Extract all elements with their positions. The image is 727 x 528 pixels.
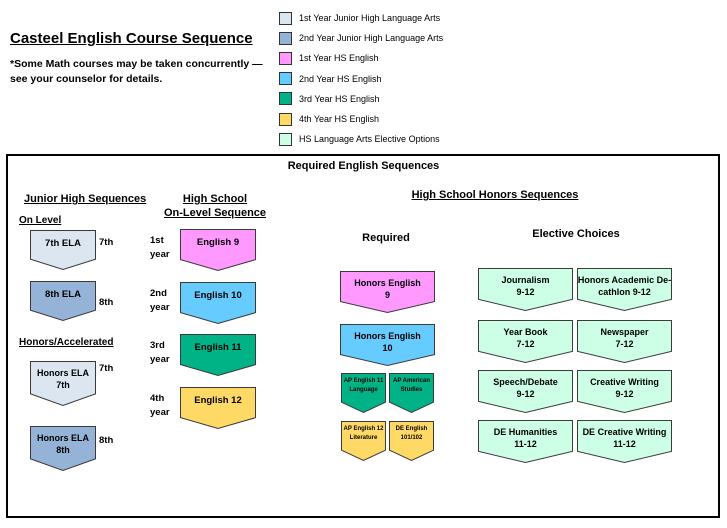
legend-swatch	[279, 72, 292, 86]
hs-year-label: 2nd year	[150, 288, 170, 313]
section-title: Required English Sequences	[287, 160, 440, 172]
elective-course: Honors Academic De-cathlon 9-12	[577, 268, 672, 312]
legend-swatch	[279, 11, 292, 25]
legend-swatch	[279, 92, 292, 106]
legend-item: 3rd Year HS English	[279, 92, 380, 106]
required-sequences-frame	[6, 154, 720, 518]
legend-label: 2nd Year HS English	[299, 73, 382, 84]
course-label: Honors Academic De-cathlon 9-12	[577, 275, 672, 297]
hs-year-label: 4th year	[150, 393, 170, 418]
concurrency-note: *Some Math courses may be taken concurre…	[10, 58, 263, 85]
electives-label: Elective Choices	[532, 228, 620, 240]
hs-course: English 11	[180, 334, 256, 377]
grade-8th: 8th	[99, 297, 114, 308]
legend-item: HS Language Arts Elective Options	[279, 132, 440, 146]
course-label: 8th ELA	[45, 289, 81, 300]
legend-item: 2nd Year HS English	[279, 72, 382, 86]
on-level-label: On Level	[19, 215, 62, 226]
honors-grade-8th: 8th	[99, 435, 114, 446]
course-label: English 10	[194, 290, 242, 301]
hs-course: English 12	[180, 387, 256, 430]
honors-accelerated-label: Honors/Accelerated	[19, 337, 114, 348]
course-label: English 12	[194, 395, 242, 406]
legend-swatch	[279, 31, 292, 45]
legend-label: 3rd Year HS English	[299, 93, 380, 104]
legend-item: 4th Year HS English	[279, 112, 379, 126]
hs-year-label: 3rd year	[150, 340, 170, 365]
course-label: English 9	[196, 237, 240, 248]
legend-item: 1st Year HS English	[279, 51, 379, 65]
honors-grade-7th: 7th	[99, 363, 114, 374]
junior-high-heading: Junior High Sequences	[24, 193, 147, 205]
legend-label: 2nd Year Junior High Language Arts	[299, 33, 444, 44]
legend-swatch	[279, 51, 292, 65]
course-label: 7th ELA	[45, 238, 81, 249]
hs-course: English 9	[180, 229, 256, 272]
required-label: Required	[362, 232, 410, 244]
jh-7th-ela: 7th ELA	[30, 230, 96, 271]
hs-heading-line1: High School	[182, 193, 248, 205]
hs-heading-line2: On-Level Sequence	[163, 207, 267, 219]
legend-label: 1st Year HS English	[299, 53, 379, 64]
legend-label: HS Language Arts Elective Options	[299, 134, 440, 145]
legend-swatch	[279, 112, 292, 126]
grade-7th: 7th	[99, 237, 114, 248]
hs-year-label: 1st year	[150, 235, 170, 260]
honors-heading: High School Honors Sequences	[411, 189, 579, 201]
legend-swatch	[279, 132, 292, 146]
page-title: Casteel English Course Sequence	[10, 30, 253, 47]
jh-8th-ela: 8th ELA	[30, 281, 96, 322]
course-label: English 11	[194, 342, 242, 353]
legend-item: 2nd Year Junior High Language Arts	[279, 31, 443, 45]
legend-label: 4th Year HS English	[299, 114, 380, 124]
legend-item: 1st Year Junior High Language Arts	[279, 11, 440, 25]
legend-label: 1st Year Junior High Language Arts	[299, 13, 441, 23]
hs-course: English 10	[180, 282, 256, 325]
